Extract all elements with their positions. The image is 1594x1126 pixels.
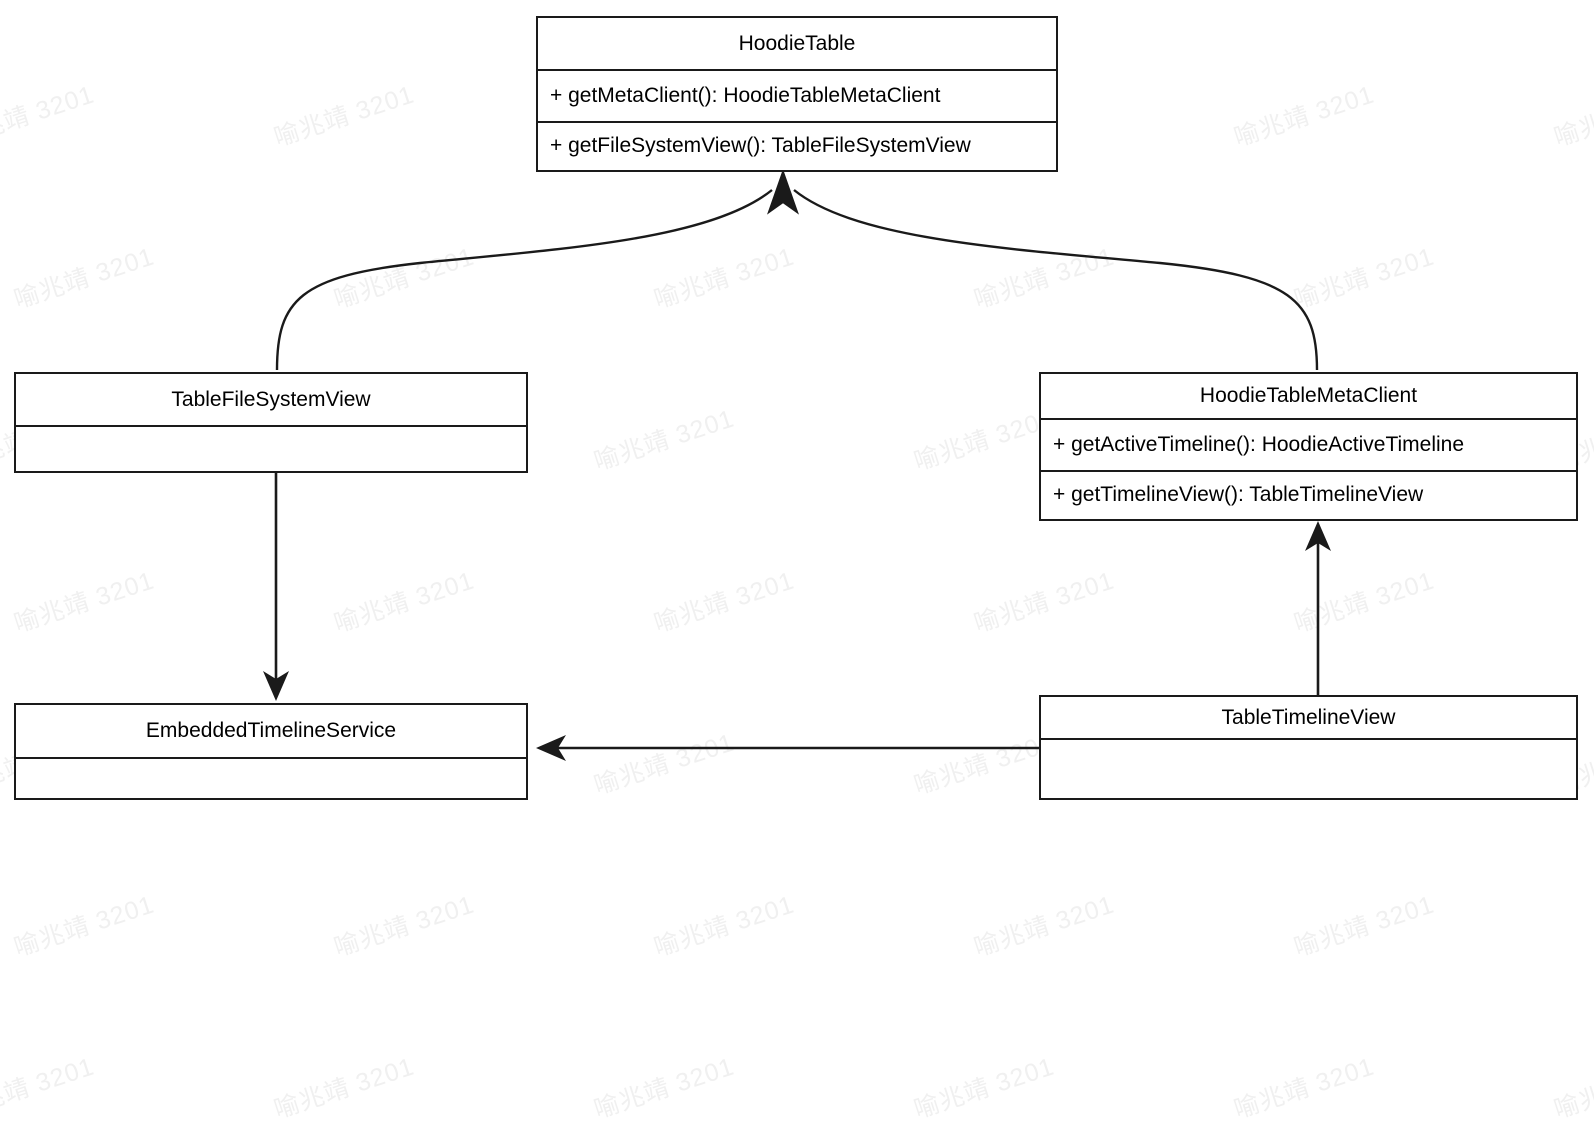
uml-class-hoodie-table[interactable]: HoodieTable+ getMetaClient(): HoodieTabl… — [536, 16, 1058, 172]
uml-member: + getFileSystemView(): TableFileSystemVi… — [538, 120, 1056, 171]
uml-class-embedded-timeline-service[interactable]: EmbeddedTimelineService — [14, 703, 528, 800]
uml-member: + getActiveTimeline(): HoodieActiveTimel… — [1053, 432, 1465, 456]
uml-class-body: + getMetaClient(): HoodieTableMetaClient… — [538, 71, 1056, 170]
uml-member: + getTimelineView(): TableTimelineView — [1041, 469, 1576, 520]
watermark-text: 喻兆靖 3201 — [10, 890, 158, 963]
uml-class-name: TableTimelineView — [1041, 697, 1576, 740]
arrowhead-into-hoodie-table — [767, 168, 799, 215]
uml-empty-compartment — [16, 427, 526, 471]
uml-class-body — [1041, 740, 1576, 798]
watermark-text: 喻兆靖 3201 — [970, 890, 1118, 963]
uml-class-table-file-system-view[interactable]: TableFileSystemView — [14, 372, 528, 473]
uml-class-diagram: 喻兆靖 3201 喻兆靖 3201 喻兆靖 3201 喻兆靖 3201 喻兆靖 3201… — [0, 16, 1594, 1125]
uml-empty-compartment — [1041, 740, 1576, 798]
uml-member: + getMetaClient(): HoodieTableMetaClient — [550, 83, 941, 107]
watermark-text: 喻兆靖 3201 — [270, 1052, 418, 1125]
uml-class-name: EmbeddedTimelineService — [16, 705, 526, 759]
uml-class-body — [16, 759, 526, 798]
uml-class-name: HoodieTableMetaClient — [1041, 374, 1576, 420]
uml-empty-compartment — [16, 759, 526, 798]
watermark-text: 喻兆靖 3201 — [0, 1052, 98, 1125]
edge-timelineview-to-embedded[interactable] — [536, 735, 1039, 761]
watermark-text: 喻兆靖 3201 — [330, 890, 478, 963]
uml-class-hoodie-table-meta-client[interactable]: HoodieTableMetaClient + getActiveTimeline… — [1039, 372, 1578, 521]
edge-timelineview-to-metaclient[interactable] — [1305, 521, 1331, 695]
watermark-text: 喻兆靖 3201 — [1230, 1052, 1378, 1125]
watermark-text: 喻兆靖 3201 — [590, 1052, 738, 1125]
uml-class-name: TableFileSystemView — [16, 374, 526, 427]
watermark-text: 喻兆靖 3201 — [1290, 890, 1438, 963]
uml-class-name: HoodieTable — [538, 18, 1056, 71]
class-nodes-layer: HoodieTable+ getMetaClient(): HoodieTabl… — [14, 16, 1578, 800]
edge-fsview-to-embedded[interactable] — [263, 473, 289, 701]
relationship-edges-layer — [263, 168, 1331, 761]
uml-class-table-timeline-view[interactable]: TableTimelineView — [1039, 695, 1578, 800]
watermark-text: 喻兆靖 3201 — [1550, 1052, 1594, 1125]
watermark-text: 喻兆靖 3201 — [650, 890, 798, 963]
uml-class-body: + getActiveTimeline(): HoodieActiveTimel… — [1041, 420, 1576, 519]
edge-metaclient-to-hoodietable[interactable] — [793, 189, 1319, 371]
uml-class-body — [16, 427, 526, 471]
watermark-text: 喻兆靖 3201 — [910, 1052, 1058, 1125]
edge-fsview-to-hoodietable[interactable] — [275, 189, 773, 371]
